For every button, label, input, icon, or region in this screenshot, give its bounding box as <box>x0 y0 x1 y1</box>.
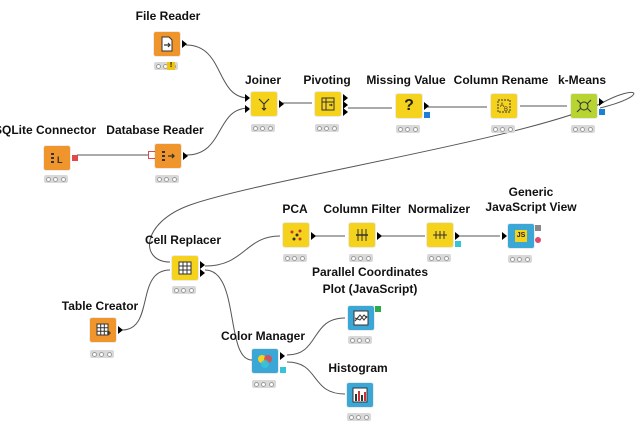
node-status <box>251 124 275 132</box>
sqlite-output-port[interactable] <box>72 155 78 161</box>
node-status <box>508 255 532 263</box>
node-label: Parallel Coordinates <box>311 265 429 279</box>
joiner-icon <box>251 92 277 116</box>
node-label-line2: JavaScript View <box>485 200 577 214</box>
color-output-port[interactable] <box>280 367 286 373</box>
wire-colormanager-histogram <box>286 361 346 395</box>
pca-icon <box>283 223 309 247</box>
image-output-port[interactable] <box>535 225 541 231</box>
node-label: File Reader <box>135 9 201 23</box>
node-status <box>427 254 451 262</box>
node-label: Cell Replacer <box>144 233 222 247</box>
node-label: Column Filter <box>323 202 401 216</box>
wire-filereader-joiner <box>185 44 250 99</box>
flowvar-port[interactable] <box>535 237 541 243</box>
sqlite-connector-icon: L <box>44 146 70 170</box>
question-mark-glyph: ? <box>404 97 414 114</box>
histogram-icon <box>347 383 373 407</box>
node-status <box>44 175 68 183</box>
warning-icon: ! <box>167 62 175 70</box>
node-status <box>349 254 373 262</box>
node-label: k-Means <box>557 73 607 87</box>
wire-cellreplacer-pca <box>204 235 281 267</box>
model-output-port[interactable] <box>455 241 461 247</box>
node-label: Pivoting <box>303 73 351 87</box>
svg-text:L: L <box>57 155 63 165</box>
node-file-reader[interactable]: File Reader ! <box>123 10 213 80</box>
normalizer-icon <box>427 223 453 247</box>
model-output-port[interactable] <box>599 109 605 115</box>
column-filter-icon <box>349 223 375 247</box>
node-label: Generic <box>508 185 554 199</box>
file-reader-icon <box>154 32 180 56</box>
wire-dbreader-joiner <box>185 107 250 156</box>
pivoting-icon <box>315 92 341 116</box>
node-label: Database Reader <box>106 123 204 137</box>
node-label: Column Rename <box>453 73 549 87</box>
wire-tablecreator-cellreplacer <box>121 269 171 331</box>
node-status <box>348 336 372 344</box>
model-output-port[interactable] <box>424 112 430 118</box>
svg-text:B: B <box>504 107 508 113</box>
node-status <box>90 350 114 358</box>
k-means-icon <box>571 94 597 118</box>
missing-value-icon: ? <box>396 94 422 118</box>
node-label-line2: Plot (JavaScript) <box>322 282 418 296</box>
table-creator-icon <box>90 318 116 342</box>
node-label: PCA <box>282 202 308 216</box>
node-label: Joiner <box>244 73 281 87</box>
node-status <box>491 125 515 133</box>
svg-text:A: A <box>500 103 504 109</box>
node-status <box>315 124 339 132</box>
node-status <box>155 175 179 183</box>
node-status <box>347 413 371 421</box>
node-label: Color Manager <box>220 329 305 343</box>
node-label: Histogram <box>328 361 388 375</box>
node-label: Table Creator <box>61 299 139 313</box>
wire-kmeans-cellreplacer <box>149 91 635 263</box>
wire-colormanager-parallel <box>286 317 346 356</box>
js-glyph: JS <box>515 230 527 242</box>
node-status <box>283 254 307 262</box>
color-manager-icon <box>252 349 278 373</box>
node-status <box>172 286 196 294</box>
wire-cellreplacer-colormanager <box>204 269 253 361</box>
node-status <box>571 125 595 133</box>
node-label: Normalizer <box>407 202 471 216</box>
node-label: Missing Value <box>366 73 446 87</box>
cell-replacer-icon <box>172 256 198 280</box>
node-status <box>396 125 420 133</box>
javascript-view-icon: JS <box>508 224 534 248</box>
image-output-port[interactable] <box>375 306 381 312</box>
database-reader-icon <box>155 144 181 168</box>
node-label: SQLite Connector <box>0 123 96 137</box>
parallel-coordinates-icon <box>348 306 374 330</box>
node-status <box>252 380 276 388</box>
